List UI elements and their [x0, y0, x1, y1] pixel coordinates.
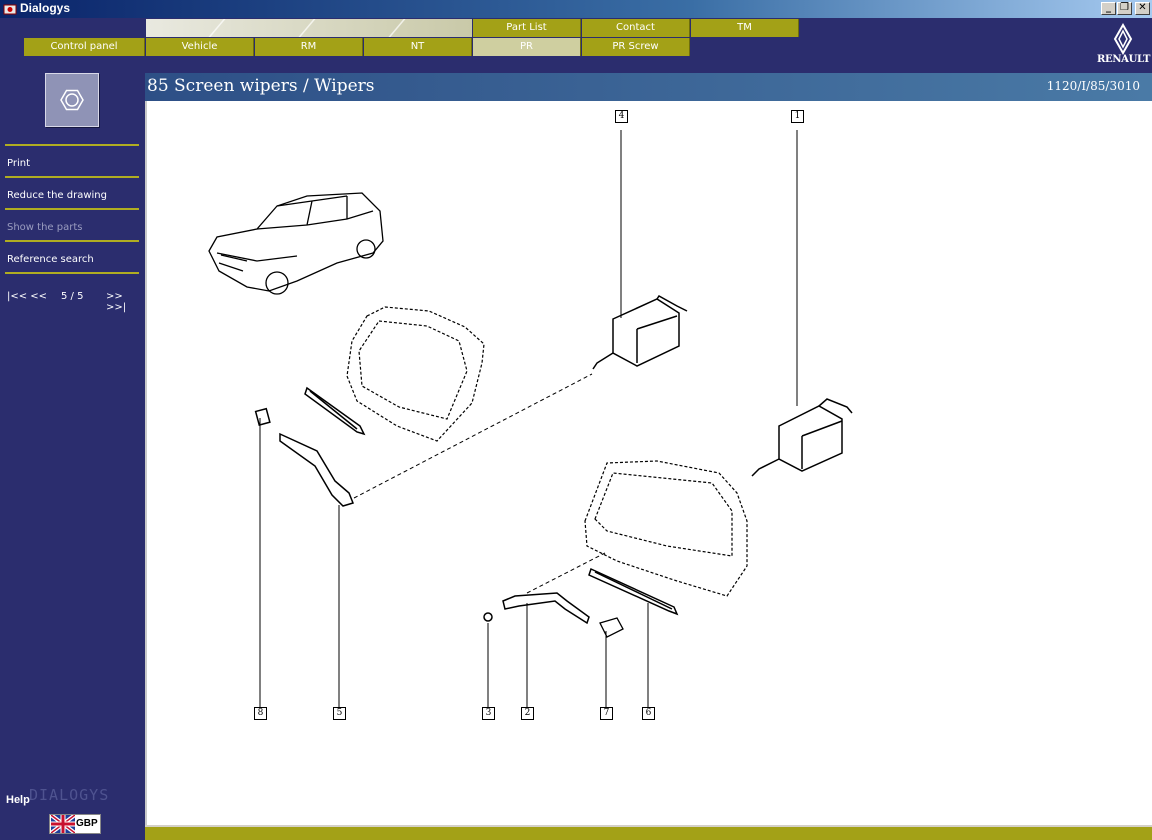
language-code: GBP — [76, 818, 98, 829]
reduce-drawing-link[interactable]: Reduce the drawing — [7, 190, 107, 201]
minimize-button[interactable]: _ — [1101, 2, 1116, 15]
rear-window-illustration — [346, 306, 485, 442]
callout-3[interactable]: 3 — [482, 707, 495, 720]
dialogys-brand: DIALOGYS — [29, 786, 110, 804]
pager-first-button[interactable]: |<< << — [7, 291, 48, 302]
wiper-motor-upper — [592, 295, 688, 370]
tab-rm[interactable]: RM — [255, 38, 363, 56]
language-selector[interactable]: GBP — [49, 814, 101, 834]
menu-divider — [5, 144, 139, 146]
show-parts-link[interactable]: Show the parts — [7, 222, 83, 233]
exploded-parts-drawing — [208, 130, 853, 708]
callout-5[interactable]: 5 — [333, 707, 346, 720]
wiper-blade-lower — [588, 567, 679, 616]
tab-nt[interactable]: NT — [364, 38, 472, 56]
sidebar: Print Reduce the drawing Show the parts … — [0, 73, 145, 840]
pager-last-button[interactable]: >> >>| — [106, 291, 127, 313]
status-bar — [145, 825, 1152, 840]
callout-4[interactable]: 4 — [615, 110, 628, 123]
callout-1[interactable]: 1 — [791, 110, 804, 123]
brand-logo-text: RENAULT — [1097, 54, 1151, 65]
clip-part — [599, 617, 624, 638]
close-button[interactable]: ✕ — [1135, 2, 1150, 15]
nut-category-icon — [45, 73, 99, 127]
page-header: 85 Screen wipers / Wipers 1120/I/85/3010 — [145, 73, 1152, 101]
help-link[interactable]: Help — [6, 794, 30, 806]
tab-control-panel[interactable]: Control panel — [24, 38, 145, 56]
brand-logo: RENAULT — [1097, 22, 1151, 67]
tab-part-list[interactable]: Part List — [473, 19, 581, 37]
menu-divider — [5, 176, 139, 178]
page-title: 85 Screen wipers / Wipers — [147, 76, 375, 96]
callout-6[interactable]: 6 — [642, 707, 655, 720]
callout-8[interactable]: 8 — [254, 707, 267, 720]
pager-position: 5 / 5 — [61, 291, 84, 302]
diamond-logo-icon — [1113, 22, 1133, 56]
callout-7[interactable]: 7 — [600, 707, 613, 720]
tab-contact[interactable]: Contact — [582, 19, 690, 37]
callout-2[interactable]: 2 — [521, 707, 534, 720]
reference-search-link[interactable]: Reference search — [7, 254, 94, 265]
car-illustration — [208, 192, 384, 295]
wiper-arm-lower — [483, 592, 590, 625]
uk-flag-icon — [51, 815, 75, 833]
tab-vehicle[interactable]: Vehicle — [146, 38, 254, 56]
menu-divider — [5, 240, 139, 242]
restore-button[interactable]: ❐ — [1117, 2, 1132, 15]
tab-tm[interactable]: TM — [691, 19, 799, 37]
menu-divider — [5, 208, 139, 210]
header-decoration — [146, 19, 472, 37]
menu-divider — [5, 272, 139, 274]
front-window-illustration — [584, 460, 748, 597]
wiper-arm-upper — [254, 407, 355, 507]
app-icon — [3, 4, 17, 15]
title-bar: Dialogys _ ❐ ✕ — [0, 0, 1152, 18]
print-link[interactable]: Print — [7, 158, 31, 169]
wiper-motor-lower — [751, 398, 853, 477]
wiper-blade-upper — [304, 386, 366, 436]
drawing-reference: 1120/I/85/3010 — [1046, 79, 1140, 93]
tab-pr-screw[interactable]: PR Screw — [582, 38, 690, 56]
window-title: Dialogys — [20, 1, 71, 15]
tab-pr[interactable]: PR — [473, 38, 581, 56]
parts-drawing-canvas[interactable]: 4 1 8 5 3 2 7 6 — [145, 101, 1152, 825]
